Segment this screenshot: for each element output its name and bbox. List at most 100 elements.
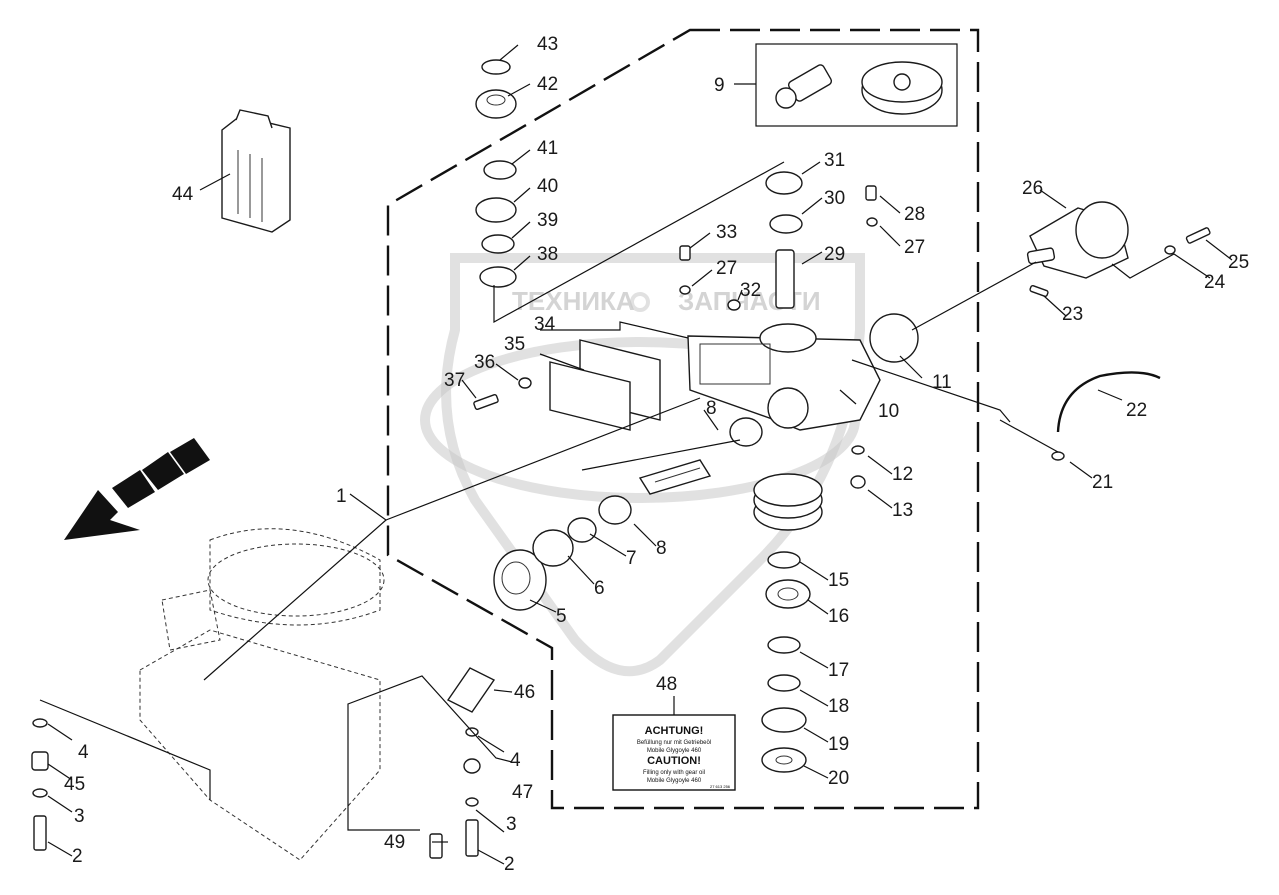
spacer-47 (463, 758, 481, 774)
nut-13 (850, 475, 866, 489)
assembly-boundary (386, 28, 980, 810)
washer-24 (1164, 245, 1176, 255)
callout-10: 10 (878, 401, 899, 422)
bearing-8a (598, 495, 632, 525)
watermark-line1: ТЕХНИКА (512, 286, 635, 316)
pinion-shaft-29 (775, 249, 795, 309)
label-48-line5: Filling only with gear oil (643, 770, 705, 776)
label-48-code: 27 613 256 (710, 784, 731, 789)
callout-33: 33 (716, 222, 737, 243)
callout-32: 32 (740, 280, 761, 301)
callout-15: 15 (828, 570, 849, 591)
callout-19: 19 (828, 734, 849, 755)
callout-7: 7 (626, 548, 637, 569)
gasket-11 (869, 313, 919, 363)
callout-11: 11 (932, 372, 952, 393)
ring-43 (481, 59, 511, 75)
callout-22: 22 (1126, 400, 1147, 421)
ring-6 (532, 529, 574, 567)
callout-42: 42 (537, 74, 558, 95)
ring-15 (767, 551, 801, 569)
callout-28: 28 (904, 204, 925, 225)
callout-3b: 3 (506, 814, 517, 835)
leader-lines (39, 44, 1233, 865)
kit-9-pinion (775, 64, 833, 109)
hydraulic-motor (1026, 201, 1129, 279)
ring-30 (769, 214, 803, 234)
callout-numbers: 43 42 41 40 39 38 44 9 31 30 29 28 27 33… (64, 34, 1249, 875)
callout-1: 1 (336, 486, 347, 507)
callout-23: 23 (1062, 304, 1083, 325)
label-48-line6: Mobile Glygoyle 460 (647, 778, 702, 784)
callout-43: 43 (537, 34, 558, 55)
hose-22 (1056, 371, 1161, 433)
callout-38: 38 (537, 244, 558, 265)
machine-frame (139, 528, 385, 861)
callout-21: 21 (1092, 472, 1113, 493)
callout-45: 45 (64, 774, 85, 795)
callout-27b: 27 (716, 258, 737, 279)
ring-40 (475, 197, 517, 223)
label-48-line2: Befüllung nur mit Getriebeöl (637, 740, 711, 746)
watermark: ТЕХНИКА ЗАПЧАСТИ (420, 253, 865, 677)
gearbox-housing (687, 323, 881, 431)
seal-5 (493, 549, 547, 611)
bearing-31 (765, 171, 803, 195)
callout-40: 40 (537, 176, 558, 197)
direction-arrow (64, 438, 210, 540)
callout-37: 37 (444, 370, 465, 391)
callout-18: 18 (828, 696, 849, 717)
callout-6: 6 (594, 578, 605, 599)
warning-label-48: ACHTUNG! Befüllung nur mit Getriebeöl Mo… (612, 714, 736, 791)
washer-20 (761, 747, 807, 773)
crown-gear (753, 473, 823, 531)
washer-12 (851, 445, 865, 455)
callout-49: 49 (384, 832, 405, 853)
callout-20: 20 (828, 768, 849, 789)
callout-36: 36 (474, 352, 495, 373)
watermark-line2: ЗАПЧАСТИ (678, 286, 821, 316)
callout-9: 9 (714, 75, 725, 96)
callout-8b: 8 (656, 538, 667, 559)
callout-16: 16 (828, 606, 849, 627)
callout-41: 41 (537, 138, 558, 159)
ring-38 (479, 266, 517, 288)
callout-39: 39 (537, 210, 558, 231)
washer-4a (32, 718, 48, 728)
ring-39 (481, 234, 515, 254)
callout-4a: 4 (78, 742, 89, 763)
callout-8a: 8 (706, 398, 717, 419)
callout-31: 31 (824, 150, 845, 171)
ring-7 (567, 517, 597, 543)
label-48-line1: ACHTUNG! (645, 725, 704, 737)
bolt-25 (1185, 227, 1211, 244)
oil-can (221, 109, 291, 233)
bracket-46 (446, 667, 496, 713)
plug-33 (679, 245, 691, 261)
callout-24: 24 (1204, 272, 1226, 293)
callout-29: 29 (824, 244, 845, 265)
drive-shaft (638, 459, 712, 495)
spacer-45 (31, 751, 49, 771)
bolt-2b (465, 819, 479, 857)
washer-3b (465, 797, 479, 807)
bearing-16 (765, 579, 811, 609)
bushing-41 (483, 160, 517, 180)
ring-17 (767, 636, 801, 654)
key-23 (1029, 284, 1049, 298)
callout-27a: 27 (904, 237, 925, 258)
breather-28 (865, 185, 877, 201)
callout-26: 26 (1022, 178, 1043, 199)
bolt-37 (473, 394, 499, 410)
label-48-line4: CAUTION! (647, 755, 701, 767)
callout-46: 46 (514, 682, 535, 703)
callout-2b: 2 (504, 854, 515, 875)
callout-47: 47 (512, 782, 533, 803)
callout-35: 35 (504, 334, 525, 355)
washer-27b (679, 285, 691, 295)
callout-30: 30 (824, 188, 845, 209)
callout-4b: 4 (510, 750, 521, 771)
ring-19 (761, 707, 807, 733)
callout-48: 48 (656, 674, 677, 695)
